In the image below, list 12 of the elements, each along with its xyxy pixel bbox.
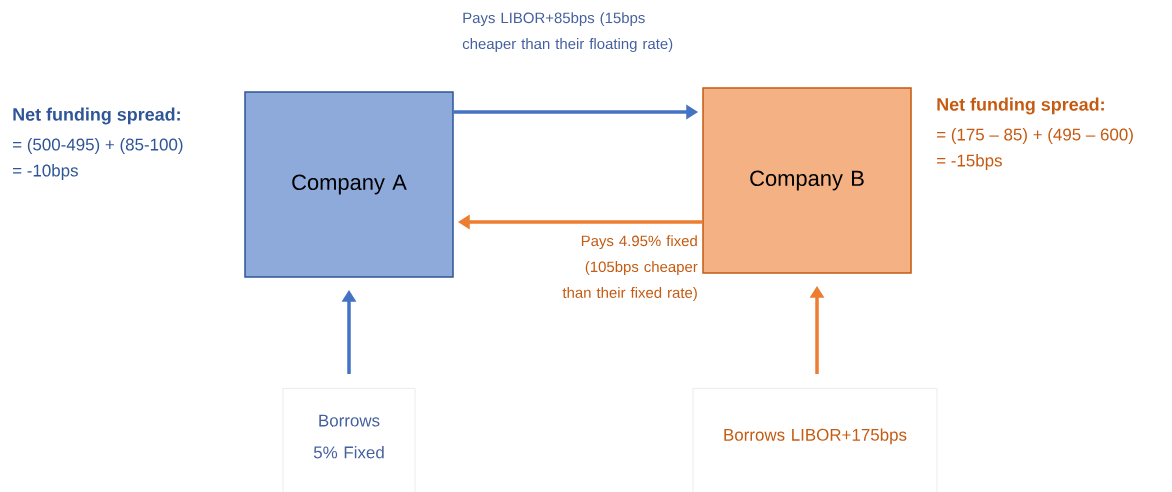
company-box: Company B	[702, 87, 912, 274]
edge-label: Pays LIBOR+85bps (15bps cheaper than their floating rate)	[462, 12, 673, 52]
company-box: Company A	[244, 91, 454, 278]
spread-formula: = -10bps	[13, 164, 78, 180]
text-box: Borrows LIBOR+175bps	[692, 388, 938, 492]
spread-heading: Net funding spread:	[937, 97, 1104, 115]
spread-formula: = -15bps	[937, 154, 1002, 170]
text-box: Borrows 5% Fixed	[282, 388, 416, 492]
spread-formula: = (500-495) + (85-100)	[13, 138, 183, 154]
edge-label: Pays 4.95% fixed (105bps cheaper than their fixed rate)	[562, 235, 698, 301]
spread-formula: = (175 – 85) + (495 – 600)	[937, 128, 1133, 144]
spread-heading: Net funding spread:	[13, 107, 180, 125]
